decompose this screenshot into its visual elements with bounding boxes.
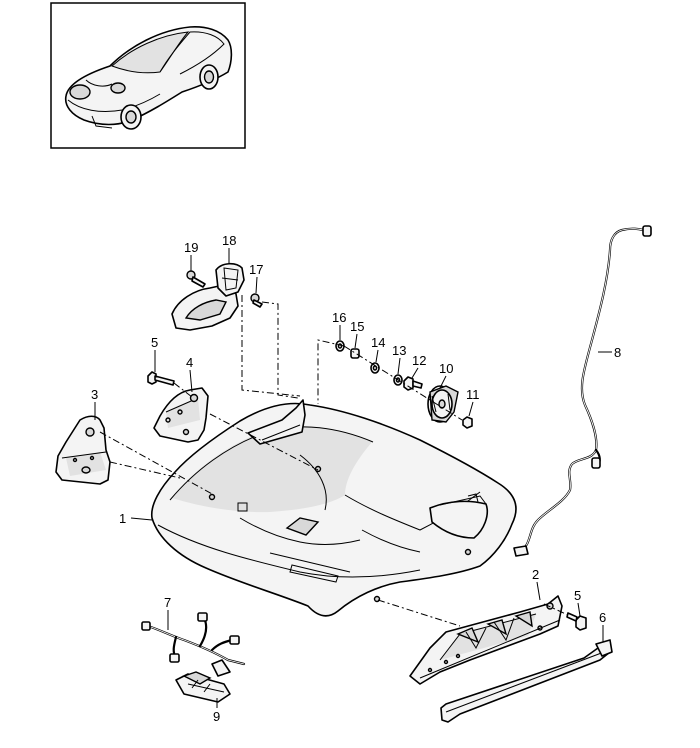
callout-18: 18 [222, 233, 236, 248]
callout-9: 9 [213, 709, 220, 724]
bracket-left [55, 415, 111, 485]
callout-8: 8 [614, 345, 621, 360]
callout-5-left: 5 [151, 335, 158, 350]
callout-10: 10 [439, 361, 453, 376]
callout-6: 6 [599, 610, 606, 625]
callout-labels: 1 2 3 4 5 5 6 7 8 9 10 11 12 13 14 15 16… [91, 233, 621, 724]
screw-19 [186, 270, 206, 288]
wire-harness [513, 225, 652, 557]
leader-lines [94, 248, 612, 708]
callout-16: 16 [332, 310, 346, 325]
clip-17 [250, 293, 263, 308]
screw-right [566, 612, 587, 631]
callout-4: 4 [186, 355, 193, 370]
callout-7: 7 [164, 595, 171, 610]
callout-5-right: 5 [574, 588, 581, 603]
seat-shell [150, 399, 517, 617]
callout-17: 17 [249, 262, 263, 277]
callout-14: 14 [371, 335, 385, 350]
motor-9 [175, 671, 231, 703]
callout-12: 12 [412, 353, 426, 368]
washer-14 [370, 362, 380, 374]
callout-1: 1 [119, 511, 126, 526]
seat-harness [141, 612, 246, 677]
car-illustration [64, 26, 233, 130]
adjust-knob [427, 385, 459, 423]
callout-11: 11 [466, 387, 480, 402]
bracket-upper [153, 387, 209, 443]
spacer-15 [350, 348, 360, 359]
callout-15: 15 [350, 319, 364, 334]
callout-2: 2 [532, 567, 539, 582]
trim-strip [440, 639, 613, 723]
vehicle-thumbnail [50, 2, 246, 149]
callout-19: 19 [184, 240, 198, 255]
seat-rail [409, 595, 563, 685]
screw-11 [462, 416, 473, 429]
callout-13: 13 [392, 343, 406, 358]
assembly-lines [99, 295, 569, 627]
screw-12 [403, 376, 423, 391]
callout-3: 3 [91, 387, 98, 402]
cover-trim [171, 262, 245, 331]
screw-left [147, 371, 175, 386]
